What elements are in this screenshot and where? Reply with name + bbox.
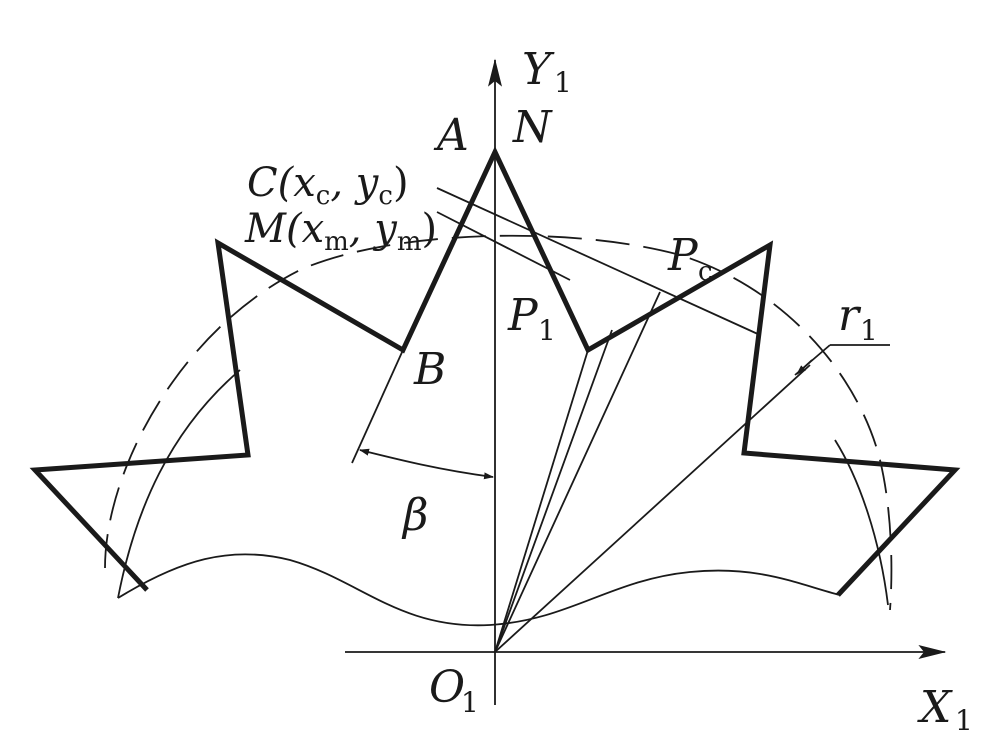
ray-to-p1	[494, 329, 613, 653]
point-n-label: N	[512, 102, 553, 153]
point-pc-sub: c	[698, 257, 713, 287]
origin-sub: 1	[461, 686, 479, 719]
tangent-line-m	[436, 211, 571, 281]
y-axis-sub: 1	[554, 66, 572, 99]
ray-to-b	[494, 349, 589, 653]
pitch-circle	[104, 234, 893, 611]
point-a-label: A	[433, 110, 469, 161]
outer-arc-left	[117, 369, 241, 599]
point-b-label: B	[413, 344, 446, 395]
root-curve	[117, 553, 841, 627]
point-pc-label: P	[667, 230, 699, 281]
tooth-profile	[29, 146, 961, 597]
beta-reference-line	[351, 349, 404, 464]
point-m-label: M(xm, ym)	[244, 206, 437, 257]
angle-beta-label: β	[401, 490, 428, 541]
tangent-line-c	[436, 187, 761, 336]
radius-sub: 1	[860, 314, 878, 347]
ray-to-pc	[494, 291, 661, 653]
y-axis-label: Y	[522, 44, 555, 95]
outer-arc-right	[834, 439, 889, 606]
beta-arc	[359, 448, 494, 480]
ray-long	[494, 364, 811, 653]
point-p1-label: P	[507, 290, 539, 341]
radius-label: r	[838, 290, 862, 341]
point-c-label: C(xc, yc)	[247, 160, 409, 211]
point-p1-sub: 1	[538, 314, 556, 347]
x-axis-sub: 1	[955, 704, 973, 737]
radius-arrow	[796, 359, 813, 375]
x-axis-label: X	[917, 682, 953, 733]
origin-label: O	[429, 662, 465, 713]
